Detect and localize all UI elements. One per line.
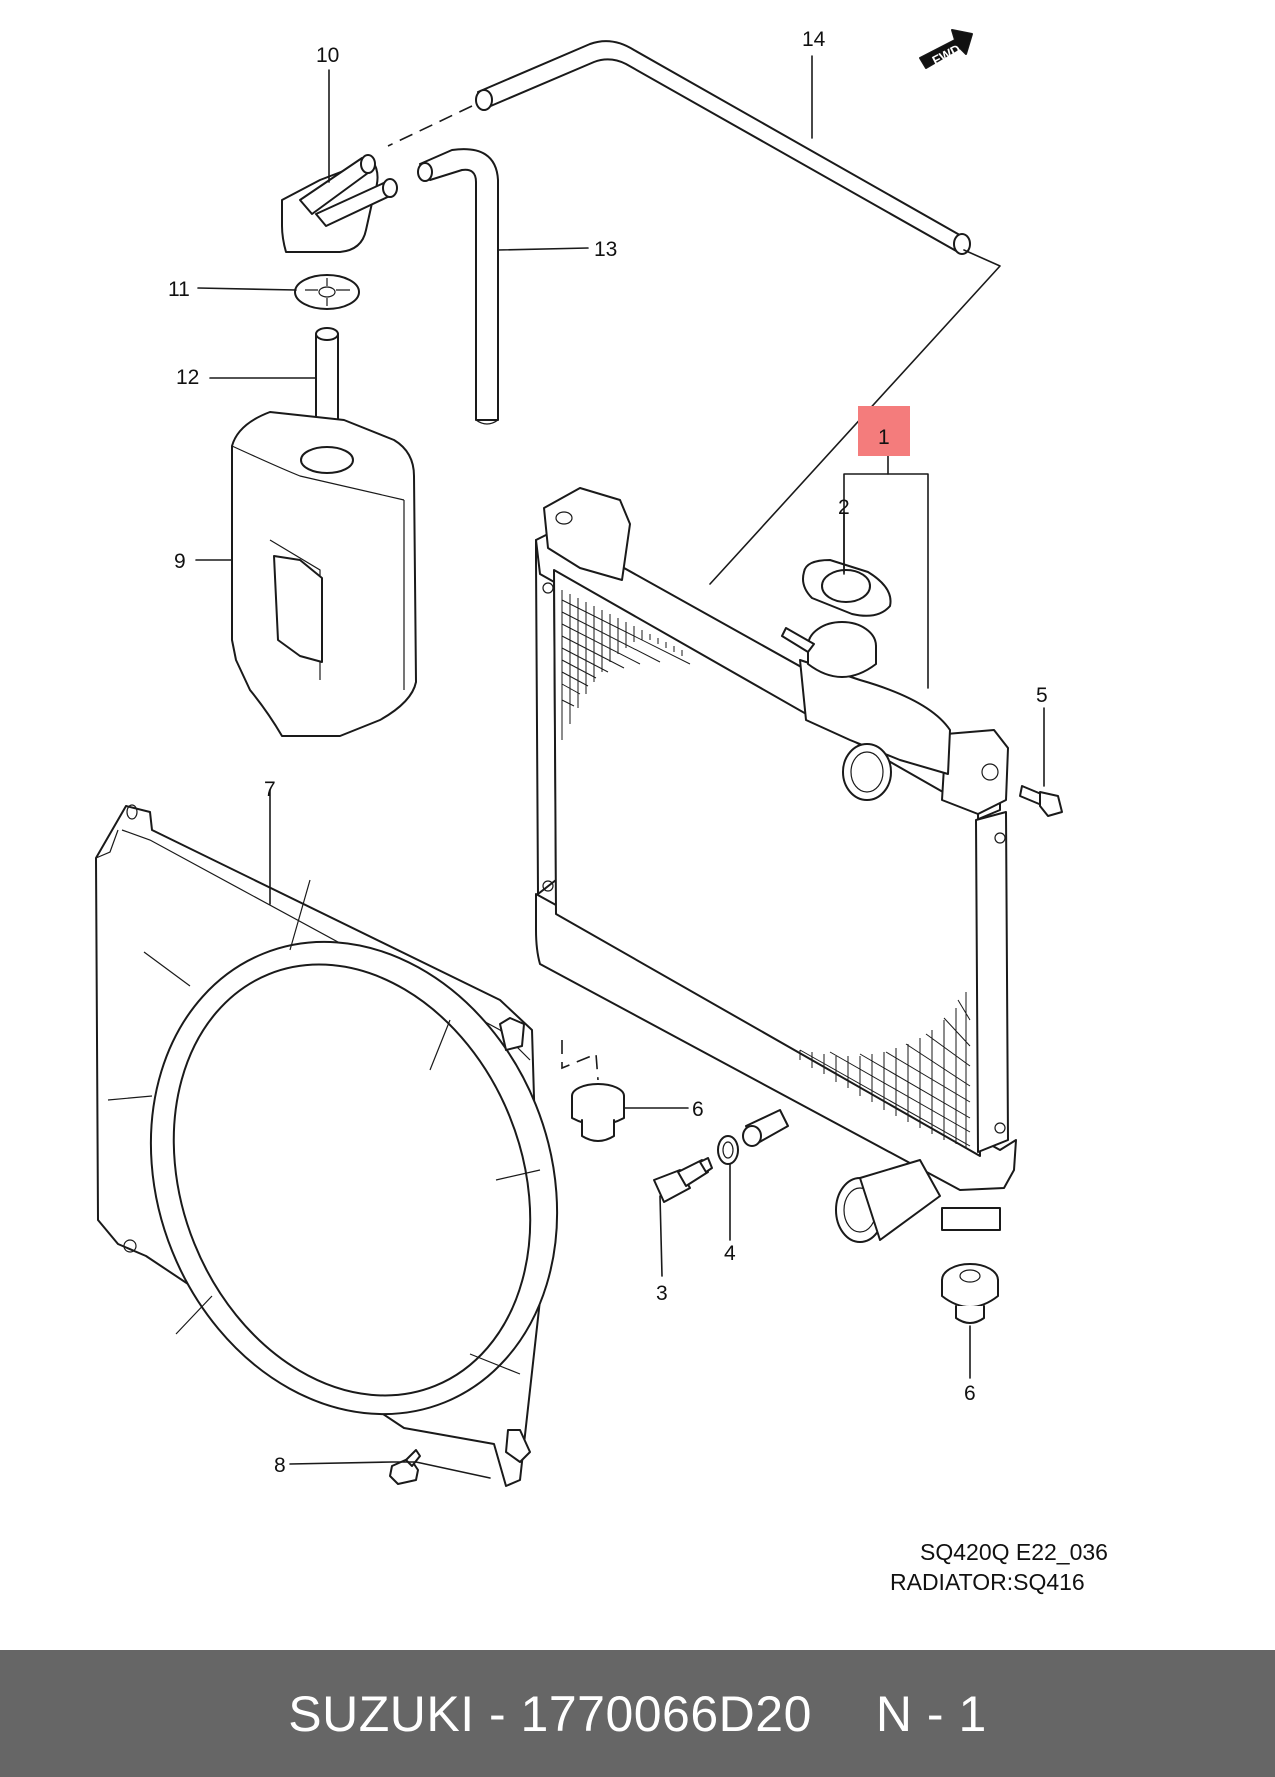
callout-10: 10 — [316, 44, 339, 67]
callout-6b: 6 — [964, 1382, 976, 1405]
part-1-highlight — [858, 406, 910, 456]
bolt-5 — [1019, 785, 1063, 817]
radiator-cap-2 — [802, 559, 892, 617]
callout-12: 12 — [176, 366, 199, 389]
parts-diagram: FWD — [95, 28, 1108, 1595]
hose-13 — [417, 148, 499, 425]
washer-4 — [717, 1135, 739, 1165]
temp-sensor-3 — [653, 1157, 713, 1203]
reservoir-cap-10 — [281, 154, 398, 253]
callout-numbers: 1 2 3 4 5 6 6 7 8 9 10 11 12 13 14 — [168, 28, 1048, 1477]
callout-6a: 6 — [692, 1098, 704, 1121]
reservoir-tank-9 — [231, 411, 417, 737]
radiator-fins-bottom — [799, 992, 971, 1148]
gasket-11 — [294, 274, 360, 310]
radiator-1 — [535, 487, 1017, 1243]
footer-bar: SUZUKI - 1770066D20 N - 1 — [0, 1650, 1275, 1777]
radiator-fins-top — [561, 590, 691, 740]
callout-13: 13 — [594, 238, 617, 261]
reference-code: SQ420Q E22_036 — [920, 1539, 1108, 1565]
quantity-label: N - 1 — [875, 1685, 987, 1742]
callout-2: 2 — [838, 496, 850, 519]
fwd-label: FWD — [930, 41, 963, 68]
brand-part-number: SUZUKI - 1770066D20 — [288, 1685, 812, 1742]
callout-9: 9 — [174, 550, 186, 573]
callout-5: 5 — [1036, 684, 1048, 707]
fan-shroud-7 — [95, 804, 559, 1487]
bolt-8 — [389, 1449, 421, 1485]
callout-3: 3 — [656, 1282, 668, 1305]
mount-cushion-6b — [941, 1263, 999, 1324]
callout-4: 4 — [724, 1242, 736, 1265]
fwd-arrow-icon: FWD — [919, 29, 973, 69]
hose-14 — [475, 40, 971, 255]
callout-7: 7 — [264, 778, 276, 801]
callout-14: 14 — [802, 28, 826, 51]
leader-lines — [195, 55, 1045, 1479]
callout-11: 11 — [168, 278, 190, 301]
mount-cushion-6a — [561, 1040, 625, 1142]
callout-8: 8 — [274, 1454, 286, 1477]
callout-1: 1 — [878, 426, 890, 449]
reference-title: RADIATOR:SQ416 — [890, 1569, 1085, 1595]
